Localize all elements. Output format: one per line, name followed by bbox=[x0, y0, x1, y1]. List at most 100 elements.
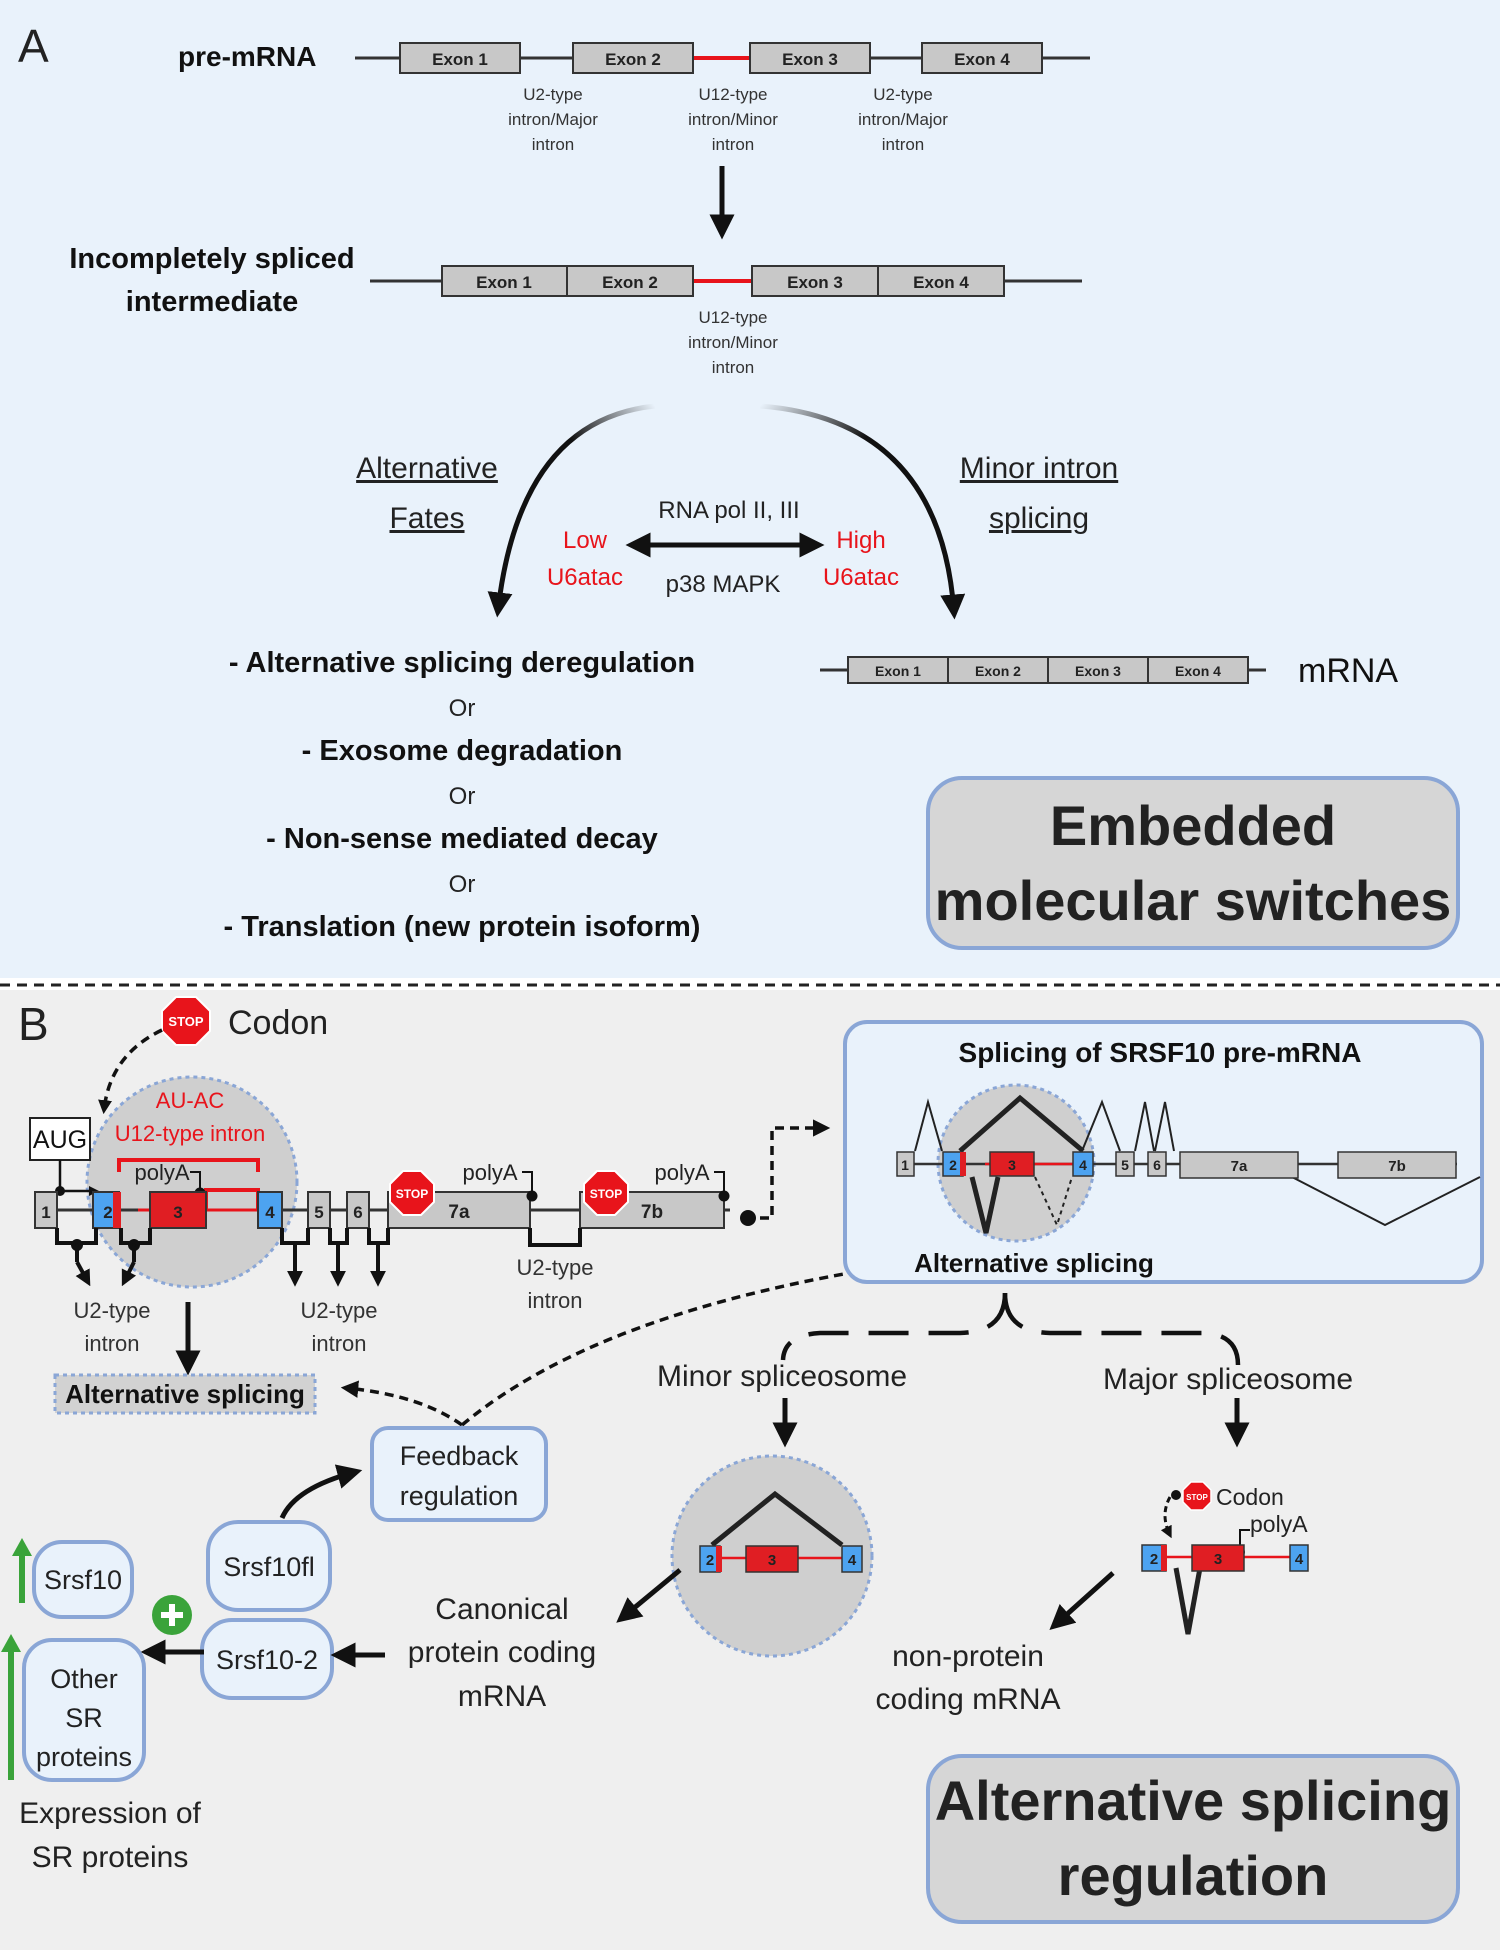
exon-box bbox=[572, 42, 694, 74]
svg-text:2: 2 bbox=[949, 1157, 957, 1173]
exon-7a bbox=[1179, 1151, 1299, 1179]
panel-a-letter: A bbox=[18, 20, 49, 72]
stop-sign-icon: STOP bbox=[161, 996, 211, 1046]
exon-label: Exon 4 bbox=[954, 50, 1010, 69]
curved-arrow-icon bbox=[279, 1464, 363, 1520]
intermediate-gene: Exon 1 Exon 2 Exon 3 Exon 4 bbox=[370, 265, 1082, 297]
fate-item: - Non-sense mediated decay bbox=[266, 823, 658, 855]
svg-text:4: 4 bbox=[1295, 1551, 1304, 1568]
minor-intron-splicing-label: Minor intron bbox=[960, 452, 1118, 485]
exon-box bbox=[749, 42, 871, 74]
exon-box bbox=[1047, 656, 1149, 684]
intron-label: U2-type bbox=[873, 85, 933, 104]
alternative-splicing-box bbox=[53, 1373, 317, 1415]
exon-label: Exon 1 bbox=[476, 273, 532, 292]
noncoding-mrna-label: coding mRNA bbox=[875, 1683, 1060, 1716]
exon-7b bbox=[1337, 1151, 1457, 1179]
aug-label: AUG bbox=[33, 1126, 87, 1154]
alternative-fates-label: Alternative bbox=[356, 452, 498, 485]
srsf10-2-label: Srsf10-2 bbox=[216, 1645, 318, 1675]
fate-item: - Translation (new protein isoform) bbox=[224, 911, 701, 943]
svg-text:4: 4 bbox=[1079, 1157, 1087, 1173]
or-label: Or bbox=[449, 783, 476, 810]
or-label: Or bbox=[449, 871, 476, 898]
exon-box bbox=[877, 265, 1005, 297]
intron-label: intron bbox=[532, 135, 575, 154]
expression-label: Expression of bbox=[19, 1797, 201, 1830]
panel-b-letter: B bbox=[18, 998, 49, 1050]
intron-label: intron/Minor bbox=[688, 110, 778, 129]
svg-text:STOP: STOP bbox=[396, 1187, 428, 1201]
panel-a-title: Embedded bbox=[1050, 794, 1336, 857]
intron-label: intron bbox=[712, 135, 755, 154]
svg-text:2: 2 bbox=[1150, 1551, 1158, 1568]
minor-intron-circle bbox=[85, 1075, 299, 1289]
minor-spliceosome-label: Minor spliceosome bbox=[657, 1360, 907, 1393]
svg-text:7a: 7a bbox=[448, 1202, 470, 1223]
fates-list: - Alternative splicing deregulation Or -… bbox=[224, 647, 701, 943]
exon-3 bbox=[989, 1151, 1035, 1177]
exon-box bbox=[566, 265, 694, 297]
premrna-gene: Exon 1 Exon 2 Exon 3 Exon 4 bbox=[355, 42, 1090, 74]
end-dot bbox=[740, 1210, 756, 1226]
codon-label: Codon bbox=[1216, 1484, 1284, 1510]
exon-label: Exon 3 bbox=[782, 50, 838, 69]
svg-text:STOP: STOP bbox=[590, 1187, 622, 1201]
intron-label: U12-type bbox=[699, 308, 768, 327]
svg-text:4: 4 bbox=[848, 1552, 857, 1569]
exon-5 bbox=[1115, 1151, 1135, 1177]
fate-item: - Alternative splicing deregulation bbox=[229, 647, 695, 679]
polya-label: polyA bbox=[462, 1160, 517, 1185]
feedback-label: regulation bbox=[400, 1481, 519, 1511]
exon-4 bbox=[1072, 1151, 1094, 1177]
other-sr-label: Other bbox=[50, 1664, 118, 1694]
other-sr-proteins-box bbox=[22, 1638, 146, 1782]
mrna-label: mRNA bbox=[1298, 652, 1398, 690]
polya-label: polyA bbox=[134, 1160, 189, 1185]
exon-4 bbox=[841, 1545, 863, 1573]
u2-intron-label: intron bbox=[527, 1288, 582, 1313]
polya-label: polyA bbox=[1250, 1511, 1308, 1537]
exon-label: Exon 2 bbox=[975, 663, 1021, 679]
low-u6atac-label: Low bbox=[563, 527, 608, 554]
dashed-branch-right bbox=[1002, 1292, 1241, 1366]
exon-5 bbox=[307, 1191, 331, 1229]
exon-box bbox=[921, 42, 1043, 74]
stop-sign-icon: STOP bbox=[583, 1170, 629, 1216]
dashed-branch-left bbox=[780, 1292, 1008, 1361]
exon-label: Exon 3 bbox=[787, 273, 843, 292]
intron-labels: U2-type intron/Major intron U12-type int… bbox=[508, 85, 948, 154]
au-ac-label: AU-AC bbox=[156, 1088, 225, 1113]
panel-b-title: regulation bbox=[1058, 1844, 1329, 1907]
premrna-label: pre-mRNA bbox=[178, 41, 316, 72]
curved-arrow-left-icon bbox=[487, 403, 656, 618]
svg-text:6: 6 bbox=[1153, 1157, 1161, 1173]
exon-label: Exon 1 bbox=[432, 50, 488, 69]
exon-label: Exon 4 bbox=[1175, 663, 1221, 679]
dashed-arrow-icon bbox=[760, 1119, 831, 1220]
svg-text:2: 2 bbox=[706, 1552, 714, 1569]
svg-text:1: 1 bbox=[41, 1203, 50, 1222]
stop-sign-icon: STOP bbox=[389, 1170, 435, 1216]
svg-text:3: 3 bbox=[173, 1203, 182, 1222]
u12-bracket bbox=[117, 1158, 260, 1172]
svg-text:5: 5 bbox=[314, 1203, 323, 1222]
svg-text:1: 1 bbox=[901, 1157, 909, 1173]
exon-3 bbox=[149, 1191, 207, 1229]
exon-box bbox=[847, 656, 949, 684]
u2-intron-label: U2-type bbox=[516, 1255, 593, 1280]
alternative-splicing-label: Alternative splicing bbox=[914, 1248, 1154, 1278]
u2-intron-label: intron bbox=[311, 1331, 366, 1356]
exon-box bbox=[399, 42, 521, 74]
svg-text:3: 3 bbox=[1008, 1157, 1016, 1173]
exon-label: Exon 2 bbox=[602, 273, 658, 292]
panel-a-title-box bbox=[926, 776, 1460, 950]
mature-mrna: Exon 1 Exon 2 Exon 3 Exon 4 bbox=[820, 656, 1266, 684]
major-spliceosome-label: Major spliceosome bbox=[1103, 1363, 1353, 1396]
svg-text:STOP: STOP bbox=[1186, 1493, 1208, 1502]
exon-1 bbox=[34, 1191, 58, 1229]
intron-label: intron/Minor bbox=[688, 333, 778, 352]
exon-4 bbox=[1289, 1544, 1309, 1572]
other-sr-label: SR bbox=[65, 1703, 103, 1733]
exon-label: Exon 2 bbox=[605, 50, 661, 69]
